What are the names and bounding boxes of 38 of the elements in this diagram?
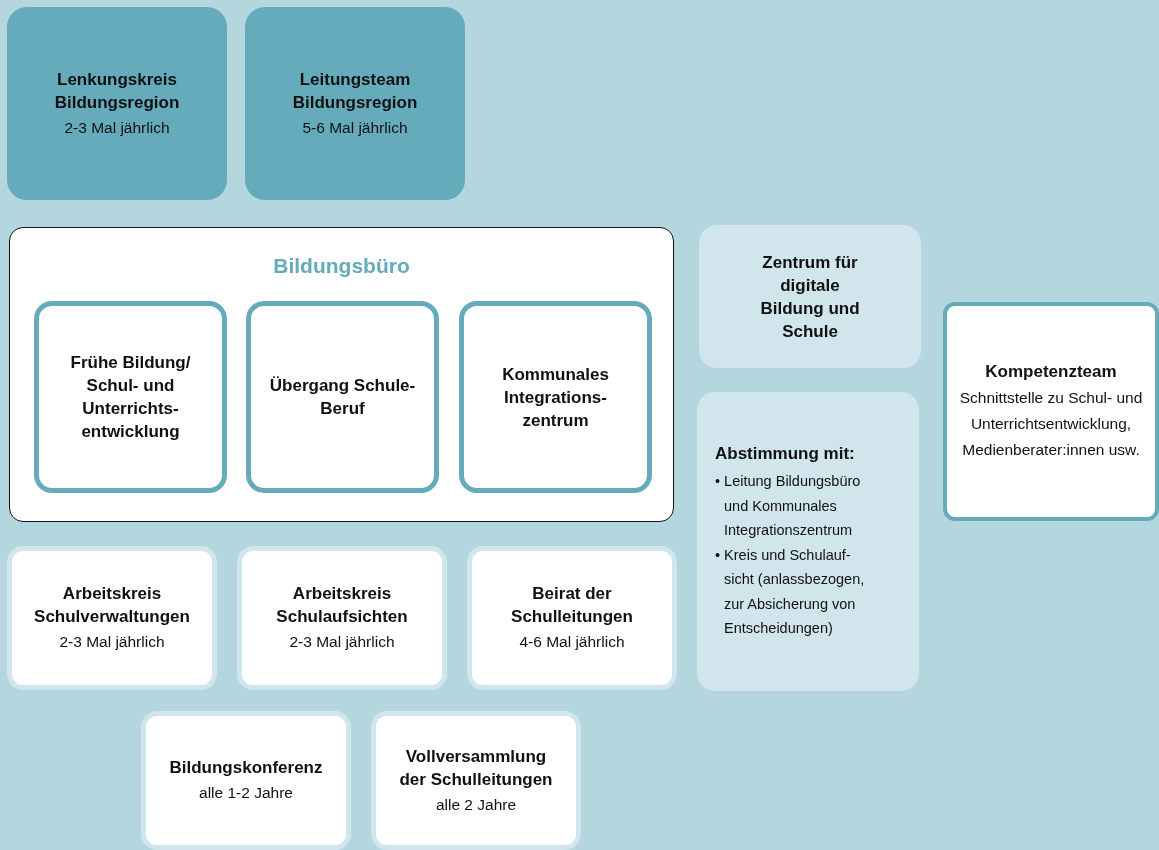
meeting-box: [7, 546, 217, 690]
box-title: Arbeitskreis Schulaufsichten: [275, 583, 409, 628]
box-subtitle: Schnittstelle zu Schul- und Unterrichtsentwicklung, Medienberater:innen usw.: [958, 388, 1144, 460]
committee-box: [245, 7, 465, 200]
box-title: Beirat der Schulleitungen: [510, 583, 634, 628]
box-title: Vollversammlung der Schulleitungen: [398, 745, 554, 791]
box-subtitle: alle 1-2 Jahre: [199, 783, 293, 803]
bullet-item: • Leitung Bildungsbüro und Kommunales Integrationszentrum: [715, 472, 862, 541]
unit-box: [246, 301, 439, 493]
bullet-item: • Kreis und Schulauf- sicht (anlassbezogen, zur Absicherung von Entscheidungen): [715, 545, 866, 639]
meeting-box: [371, 711, 581, 850]
box-title: Übergang Schule-Beruf: [268, 375, 417, 420]
box-title: Leitungsteam Bildungsregion: [291, 68, 419, 114]
box-title: Arbeitskreis Schulverwaltungen: [33, 583, 191, 628]
box-subtitle: 2-3 Mal jährlich: [289, 632, 395, 652]
team-box: [943, 302, 1159, 521]
meeting-box: [237, 546, 447, 690]
group-box: [9, 227, 674, 522]
box-title: Bildungsbüro: [273, 254, 410, 277]
box-title: Kommunales Integrations- zentrum: [501, 363, 610, 432]
box-title: Bildungskonferenz: [169, 757, 323, 779]
meeting-box: [141, 711, 351, 850]
box-subtitle: alle 2 Jahre: [435, 794, 517, 815]
committee-box: [7, 7, 227, 200]
box-title: Zentrum für digitale Bildung und Schule: [759, 251, 861, 343]
box-title: Kompetenzteam: [985, 361, 1117, 383]
unit-box: [34, 301, 227, 493]
box-title: Abstimmung mit:: [715, 443, 855, 466]
info-panel: [697, 392, 919, 691]
box-subtitle: 2-3 Mal jährlich: [59, 632, 165, 652]
box-subtitle: 2-3 Mal jährlich: [64, 117, 170, 138]
box-title: Frühe Bildung/ Schul- und Unterrichts- entwicklung: [69, 352, 192, 443]
meeting-box: [467, 546, 677, 690]
info-panel: [699, 225, 921, 368]
box-title: Lenkungskreis Bildungsregion: [53, 68, 181, 114]
box-subtitle: 4-6 Mal jährlich: [519, 632, 625, 652]
box-subtitle: 5-6 Mal jährlich: [302, 117, 408, 138]
unit-box: [459, 301, 652, 493]
